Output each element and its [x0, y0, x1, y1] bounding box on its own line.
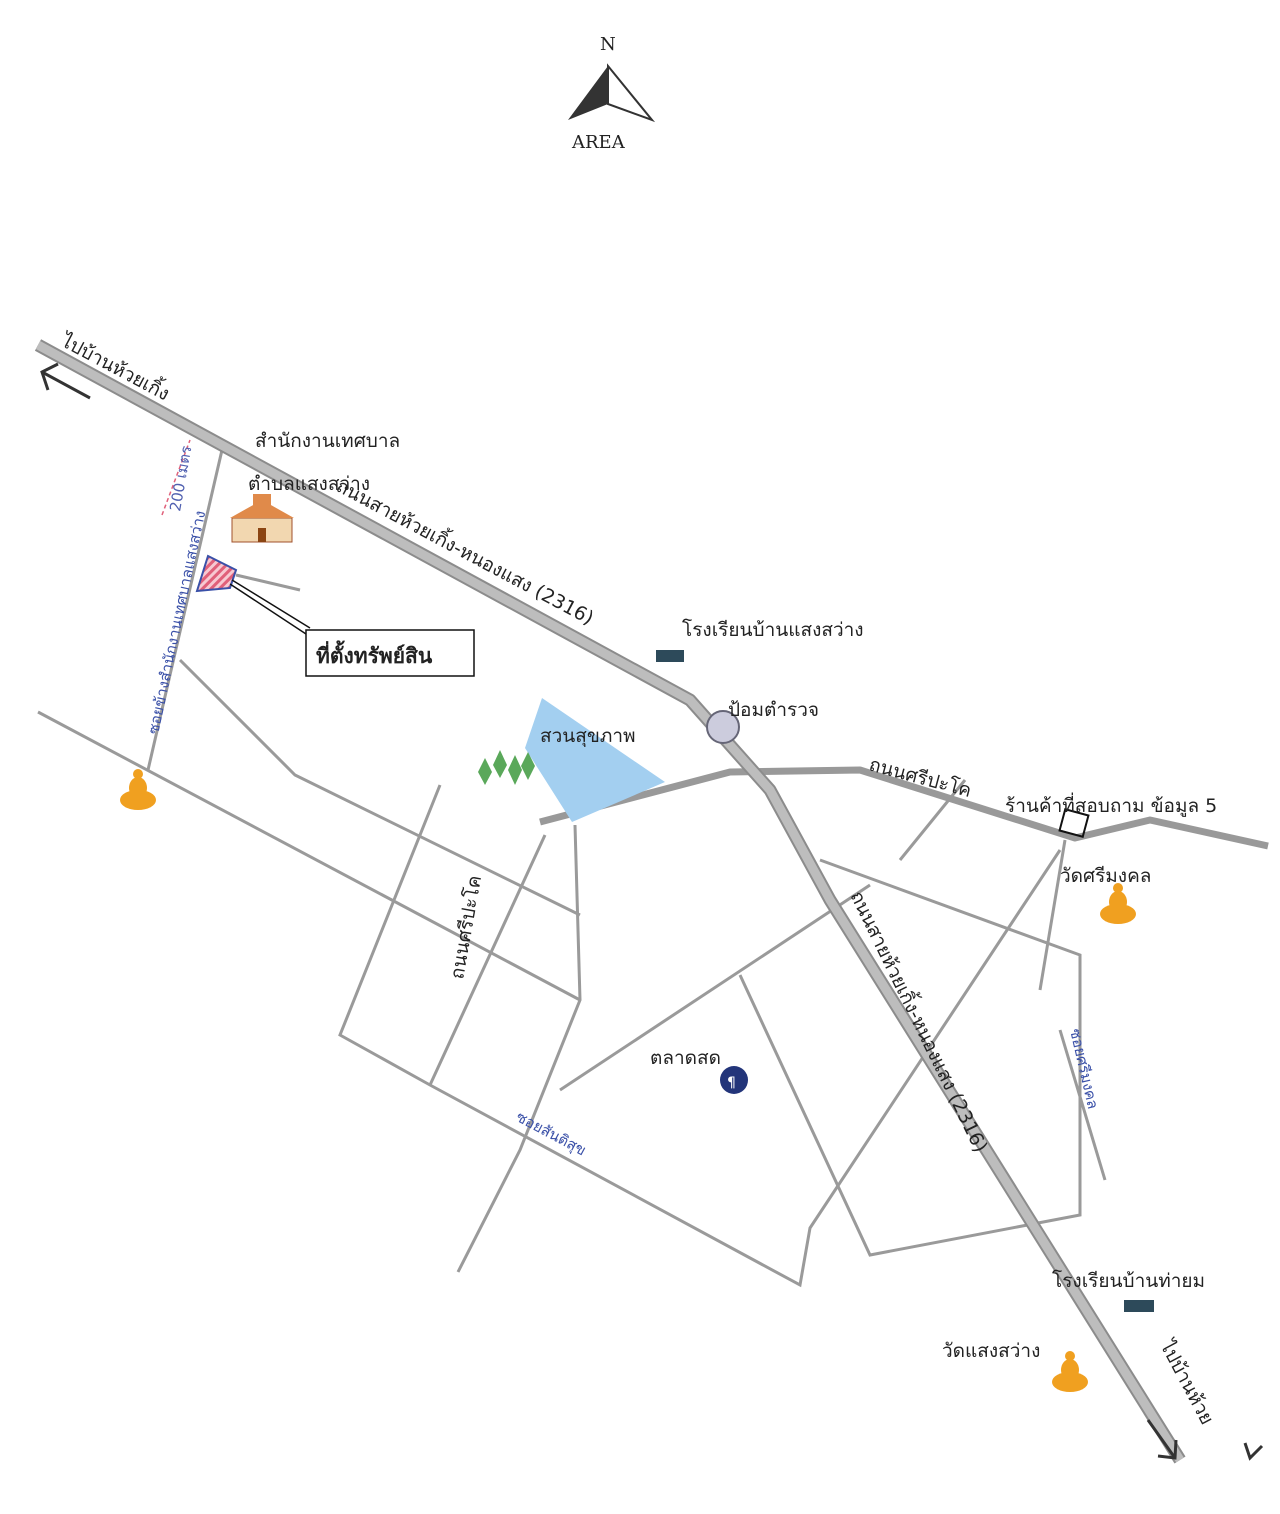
label-shop-inquired: ร้านค้าที่สอบถาม ข้อมูล 5	[1005, 792, 1217, 817]
label-sri-pakho-road-east: ถนนศรีปะโค	[867, 753, 974, 802]
north-arrow-icon	[568, 63, 656, 123]
market-icon: ¶	[720, 1066, 748, 1094]
park-area	[525, 698, 665, 822]
school-icon	[1124, 1300, 1154, 1312]
sri-pakho-road	[539, 766, 1269, 850]
label-main-road-upper: ถนนสายห้วยเกิ้ง-หนองแสง (2316)	[333, 472, 599, 629]
municipal-office-icon	[230, 494, 294, 543]
temple-icon	[1100, 883, 1136, 924]
label-main-road-lower: ถนนสายห้วยเกิ้ง-หนองแสง (2316)	[846, 886, 995, 1156]
school-icon	[656, 650, 684, 662]
temple-icon	[1052, 1351, 1088, 1392]
arrow-southeast-icon	[1146, 1419, 1264, 1461]
police-box-icon	[706, 710, 740, 744]
label-municipal-office-2: ตำบลแสงสว่าง	[248, 473, 370, 495]
label-school-saeng-sawang: โรงเรียนบ้านแสงสว่าง	[682, 618, 864, 641]
label-school-tha-yom: โรงเรียนบ้านท่ายม	[1052, 1269, 1205, 1292]
main-road-2316	[34, 339, 1186, 1464]
compass-north: N	[600, 34, 616, 55]
label-municipal-office: สำนักงานเทศบาล	[255, 430, 400, 452]
compass-area: AREA	[571, 132, 626, 153]
label-soi-santisuk: ซอยสันติสุข	[513, 1108, 590, 1161]
label-park: สวนสุขภาพ	[540, 725, 636, 748]
label-200-m: 200 เมตร	[166, 444, 195, 512]
distance-marker	[161, 439, 191, 516]
label-to-huai-bottom: ไปบ้านห้วย	[1155, 1335, 1218, 1428]
label-police-box: ป้อมตำรวจ	[728, 699, 819, 721]
label-wat-sri-mongkhon: วัดศรีมงคล	[1060, 865, 1151, 887]
property-label: ที่ตั้งทรัพย์สิน	[316, 640, 433, 668]
arrow-northwest-icon	[40, 362, 91, 400]
trees-icon	[478, 750, 535, 785]
minor-roads	[37, 449, 1107, 1288]
svg-text:¶: ¶	[727, 1075, 736, 1091]
label-wat-saeng-sawang: วัดแสงสว่าง	[942, 1340, 1040, 1362]
temple-icon	[120, 769, 156, 810]
label-fresh-market: ตลาดสด	[650, 1047, 721, 1069]
label-soi-municipal: ซอยข้างสำนักงานเทศบาลแสงสว่าง	[144, 509, 209, 736]
label-sri-pakho-road-south: ถนนศรีปะโค	[445, 874, 486, 981]
property-marker	[195, 554, 475, 677]
shop-marker	[1058, 808, 1090, 838]
